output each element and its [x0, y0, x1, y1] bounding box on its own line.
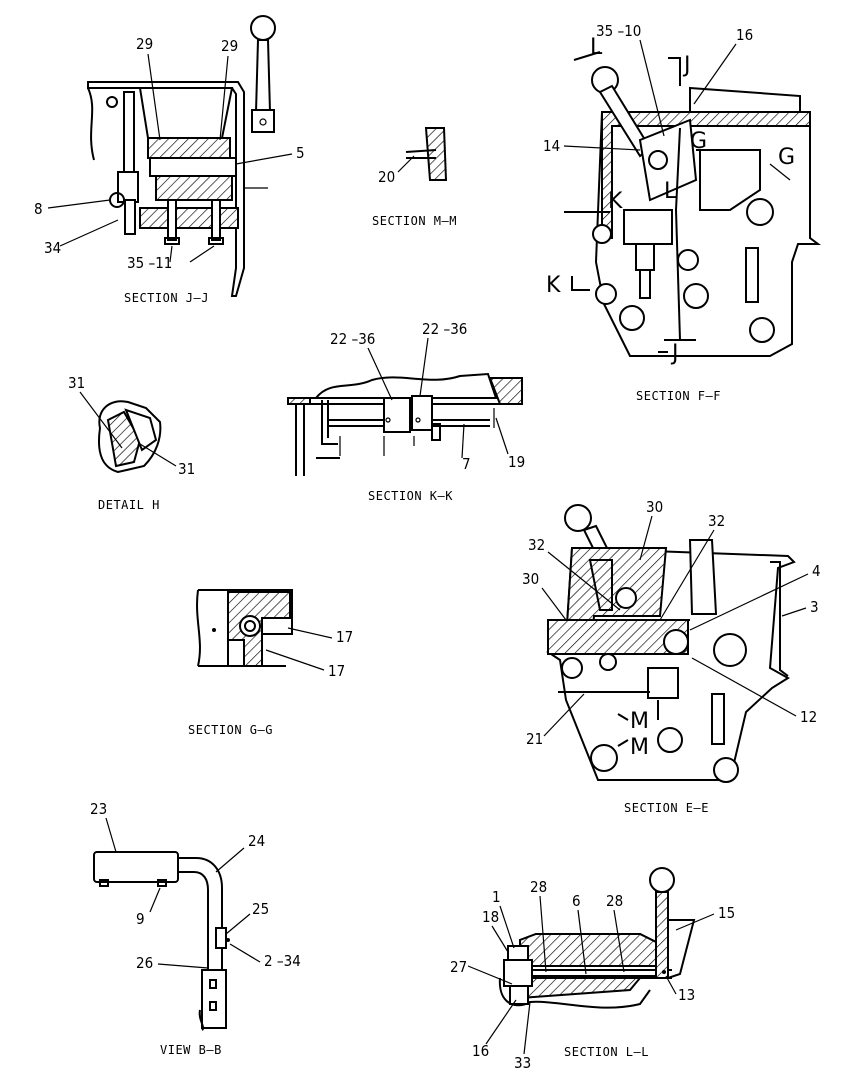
callout-17-top: 17	[336, 628, 353, 646]
view-marker-k-low: K	[546, 273, 561, 298]
callout-24: 24	[248, 832, 265, 850]
callout-26: 26	[136, 954, 153, 972]
view-marker-m-top: M	[630, 709, 649, 734]
detail-h: 31 31 DETAIL H	[68, 374, 195, 512]
view-marker-j-low: J	[670, 341, 679, 366]
callout-9: 9	[136, 910, 145, 928]
view-marker-m-low: M	[630, 735, 649, 760]
view-marker-g-left: G	[690, 129, 707, 154]
callout-29-right: 29	[221, 37, 238, 55]
view-marker-k-mid: K	[608, 189, 623, 214]
callout-16: 16	[736, 26, 753, 44]
callout-30-top: 30	[646, 498, 663, 516]
callout-2-34: 2 –34	[264, 952, 301, 970]
caption-view-bb: VIEW B–B	[160, 1043, 222, 1057]
section-ff	[564, 66, 821, 357]
callout-35-10: 35 –10	[596, 22, 641, 40]
callout-15: 15	[718, 904, 735, 922]
callout-7: 7	[462, 455, 471, 473]
callout-8: 8	[34, 200, 43, 218]
callout-3: 3	[810, 598, 819, 616]
caption-section-mm: SECTION M–M	[372, 214, 457, 228]
callout-22-36-left: 22 –36	[330, 330, 375, 348]
callout-5: 5	[296, 144, 305, 162]
callout-4: 4	[812, 562, 821, 580]
callout-30-left: 30	[522, 570, 539, 588]
callout-20: 20	[378, 168, 395, 186]
callout-6: 6	[572, 892, 581, 910]
callout-32-left: 32	[528, 536, 545, 554]
section-ee: M M 30 32 32 30 4 3 21 12 SECTION E–E	[522, 498, 821, 815]
callout-12: 12	[800, 708, 817, 726]
view-marker-j-top: J	[682, 53, 691, 78]
section-ff-markers: L J G G K L K J	[546, 35, 795, 366]
callout-16-ll: 16	[472, 1042, 489, 1060]
view-marker-g-right: G	[778, 145, 795, 170]
callout-33: 33	[514, 1054, 531, 1072]
view-bb: 23 24 9 25 26 2 –34 VIEW B–B	[90, 800, 301, 1057]
section-ll: 15 18 1 28 6 28 27 13 16 33 SECTION L–L	[450, 867, 735, 1072]
section-kk: 22 –36 22 –36 7 19 SECTION K–K	[287, 320, 525, 503]
caption-section-ll: SECTION L–L	[564, 1045, 649, 1059]
callout-1: 1	[492, 888, 501, 906]
callout-31-bottom: 31	[178, 460, 195, 478]
callout-14: 14	[543, 137, 560, 155]
section-jj	[87, 15, 276, 297]
callout-21: 21	[526, 730, 543, 748]
caption-section-ff: SECTION F–F	[636, 389, 721, 403]
section-gg: 17 17 SECTION G–G	[188, 589, 353, 737]
callout-17-bottom: 17	[328, 662, 345, 680]
caption-section-gg: SECTION G–G	[188, 723, 273, 737]
section-jj-labels: 29 29 5 8 34 35 –11 SECTION J–J	[34, 35, 305, 305]
callout-25: 25	[252, 900, 269, 918]
callout-32-right: 32	[708, 512, 725, 530]
callout-28-left: 28	[530, 878, 547, 896]
callout-31-top: 31	[68, 374, 85, 392]
callout-13: 13	[678, 986, 695, 1004]
callout-19: 19	[508, 453, 525, 471]
caption-section-jj: SECTION J–J	[124, 291, 209, 305]
callout-23: 23	[90, 800, 107, 818]
caption-section-kk: SECTION K–K	[368, 489, 453, 503]
callout-34: 34	[44, 239, 61, 257]
callout-18: 18	[482, 908, 499, 926]
callout-27: 27	[450, 958, 467, 976]
caption-section-ee: SECTION E–E	[624, 801, 709, 815]
section-ff-labels: 35 –10 16 14 SECTION F–F	[543, 22, 753, 403]
callout-29-left: 29	[136, 35, 153, 53]
callout-22-36-right: 22 –36	[422, 320, 467, 338]
view-marker-l-mid: L	[664, 179, 677, 204]
callout-35-11: 35 –11	[127, 254, 172, 272]
caption-detail-h: DETAIL H	[98, 498, 160, 512]
section-mm: 20 SECTION M–M	[372, 127, 457, 228]
callout-28-right: 28	[606, 892, 623, 910]
